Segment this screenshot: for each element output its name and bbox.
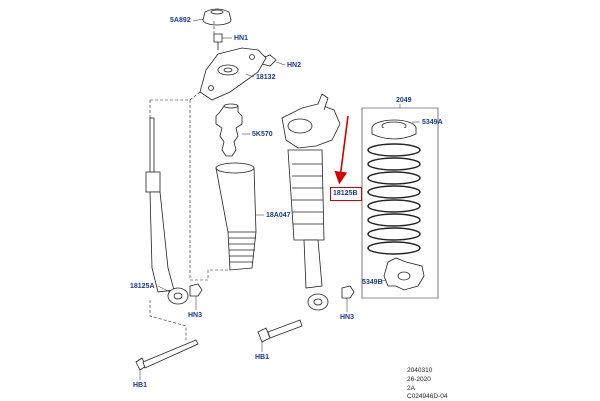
bolt-hb1-left <box>135 339 199 371</box>
label-18125b: 18125B <box>333 190 358 197</box>
label-hn3-left: HN3 <box>188 312 203 319</box>
leader-18132 <box>245 73 255 78</box>
label-5k570: 5K570 <box>252 131 273 138</box>
leader-5349b <box>377 279 387 283</box>
top-mount-cap <box>202 8 232 26</box>
highlight-box-18125b <box>330 187 362 201</box>
nut-hn3-left <box>189 283 203 297</box>
bump-stop <box>215 103 243 157</box>
footer-code-4: C024946D-04 <box>407 393 448 400</box>
label-18125a: 18125A <box>130 283 155 290</box>
leader-top-mount <box>192 18 204 22</box>
label-5a892: 5A892 <box>170 17 191 24</box>
label-5349a: 5349A <box>422 119 443 126</box>
nut-hn1 <box>213 33 223 50</box>
label-18132: 18132 <box>256 74 276 81</box>
label-hb1-left: HB1 <box>133 382 148 389</box>
exploded-dashed-lines <box>149 20 230 340</box>
lower-spring-seat <box>383 257 425 291</box>
upper-mount-bracket <box>199 47 267 101</box>
label-hn3-right: HN3 <box>340 314 355 321</box>
label-hn2: HN2 <box>287 62 302 69</box>
upper-spring-seat <box>371 119 417 140</box>
footer-code-1: 2040310 <box>407 367 433 374</box>
label-2049: 2049 <box>396 97 412 104</box>
highlight-arrow <box>334 115 349 185</box>
dust-boot <box>215 162 257 271</box>
leader-18125a <box>157 285 171 293</box>
label-hn1: HN1 <box>234 35 249 42</box>
bolt-hb1-right <box>257 319 303 343</box>
nut-hn3-right <box>341 285 355 299</box>
left-shock-absorber <box>145 117 189 305</box>
coil-spring <box>367 143 421 255</box>
label-hb1-right: HB1 <box>255 354 270 361</box>
spring-group-frame <box>361 107 439 299</box>
label-18a047: 18A047 <box>266 212 291 219</box>
label-5349b: 5349B <box>362 279 383 286</box>
footer-code-2: 26-2020 <box>407 376 431 383</box>
right-shock-absorber <box>281 93 341 311</box>
footer-code-3: 2A <box>407 385 415 392</box>
leader-hn2 <box>275 61 286 66</box>
